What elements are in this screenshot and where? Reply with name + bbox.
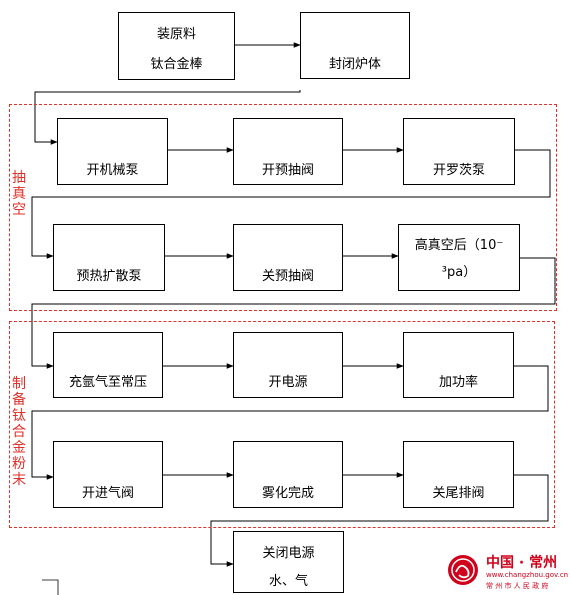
- arrow-exhaust-to-shutdown: [210, 474, 549, 567]
- step-shutdown-line2: 水、气: [268, 574, 308, 589]
- step-high-vacuum-line1: 高真空后（10⁻: [414, 238, 504, 253]
- group-vacuum-label: 抽真空: [12, 170, 26, 218]
- step-high-vacuum: 高真空后（10⁻ ³pa）: [398, 224, 520, 291]
- group-vacuum-frame: [9, 104, 557, 311]
- step-high-vacuum-line2: ³pa）: [441, 265, 477, 280]
- step-close-exhaust-valve: 关尾排阀: [403, 441, 514, 508]
- step-mech-pump-label: 开机械泵: [86, 163, 139, 178]
- step-preheat-diffusion-pump: 预热扩散泵: [53, 224, 165, 291]
- step-seal-furnace-label: 封闭炉体: [328, 57, 381, 72]
- changzhou-watermark: 中国 · 常州 www.changzhou.gov.cn 常 州 市 人 民 政…: [446, 551, 568, 593]
- step-open-intake-valve: 开进气阀: [53, 441, 163, 508]
- step-power-on-label: 开电源: [268, 375, 308, 390]
- watermark-name: 中国 · 常州: [486, 555, 558, 571]
- step-seal-furnace: 封闭炉体: [300, 12, 410, 79]
- step-shutdown-line1: 关闭电源: [262, 546, 315, 561]
- step-close-pre-valve-label: 关预抽阀: [261, 269, 314, 284]
- step-load-material-line2: 钛合金棒: [150, 57, 203, 72]
- step-atomize-done: 雾化完成: [233, 441, 343, 508]
- group-powder-frame: [9, 321, 555, 528]
- group-powder-label: 制备钛合金粉末: [12, 376, 26, 488]
- watermark-url: www.changzhou.gov.cn: [486, 571, 569, 579]
- step-roots-pump: 开罗茨泵: [403, 118, 515, 185]
- arrow-seal-to-mech-pump: [34, 90, 301, 145]
- arrow-roots-to-preheat: [31, 149, 551, 259]
- watermark-tagline: 常 州 市 人 民 政 府: [486, 582, 549, 590]
- step-open-pre-valve-label: 开预抽阀: [261, 163, 314, 178]
- step-argon-fill: 充氩气至常压: [53, 332, 163, 398]
- step-close-pre-valve: 关预抽阀: [233, 224, 343, 291]
- changzhou-logo-icon: [448, 555, 478, 585]
- step-open-intake-valve-label: 开进气阀: [81, 486, 134, 501]
- step-load-material-line1: 装原料: [156, 27, 196, 42]
- step-preheat-diffusion-pump-label: 预热扩散泵: [76, 269, 142, 284]
- step-power-up: 加功率: [403, 332, 514, 398]
- arrow-powerup-to-intake: [31, 365, 549, 480]
- step-open-pre-valve: 开预抽阀: [233, 118, 343, 185]
- step-close-exhaust-valve-label: 关尾排阀: [432, 486, 485, 501]
- step-power-on: 开电源: [233, 332, 343, 398]
- step-roots-pump-label: 开罗茨泵: [432, 163, 485, 178]
- step-power-up-label: 加功率: [438, 375, 478, 390]
- step-argon-fill-label: 充氩气至常压: [68, 375, 147, 390]
- step-atomize-done-label: 雾化完成: [261, 486, 314, 501]
- step-mech-pump: 开机械泵: [57, 118, 168, 185]
- step-shutdown: 关闭电源 水、气: [233, 531, 344, 593]
- arrow-highvac-to-argon: [31, 257, 556, 369]
- step-load-material: 装原料 钛合金棒: [118, 12, 235, 80]
